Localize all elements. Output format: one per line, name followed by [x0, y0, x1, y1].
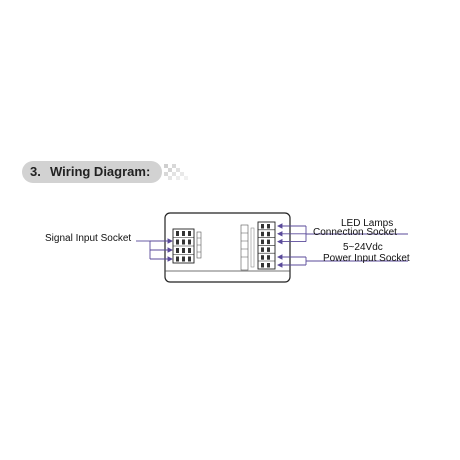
connection-socket-label: Connection Socket — [313, 227, 397, 238]
section-number: 3. — [30, 164, 41, 179]
led-lamps-label: LED Lamps — [341, 218, 394, 229]
section-header-pill — [22, 161, 162, 183]
power-input-wires — [276, 254, 408, 268]
led-output-wires — [276, 223, 408, 245]
checker-decoration — [164, 164, 188, 180]
voltage-label: 5~24Vdc — [343, 242, 383, 253]
section-title: Wiring Diagram: — [50, 164, 151, 179]
signal-input-terminal-block — [172, 228, 202, 264]
signal-input-label: Signal Input Socket — [45, 233, 132, 244]
output-terminal-block — [240, 221, 276, 271]
signal-input-wires — [136, 238, 174, 262]
power-input-label: Power Input Socket — [323, 253, 410, 264]
